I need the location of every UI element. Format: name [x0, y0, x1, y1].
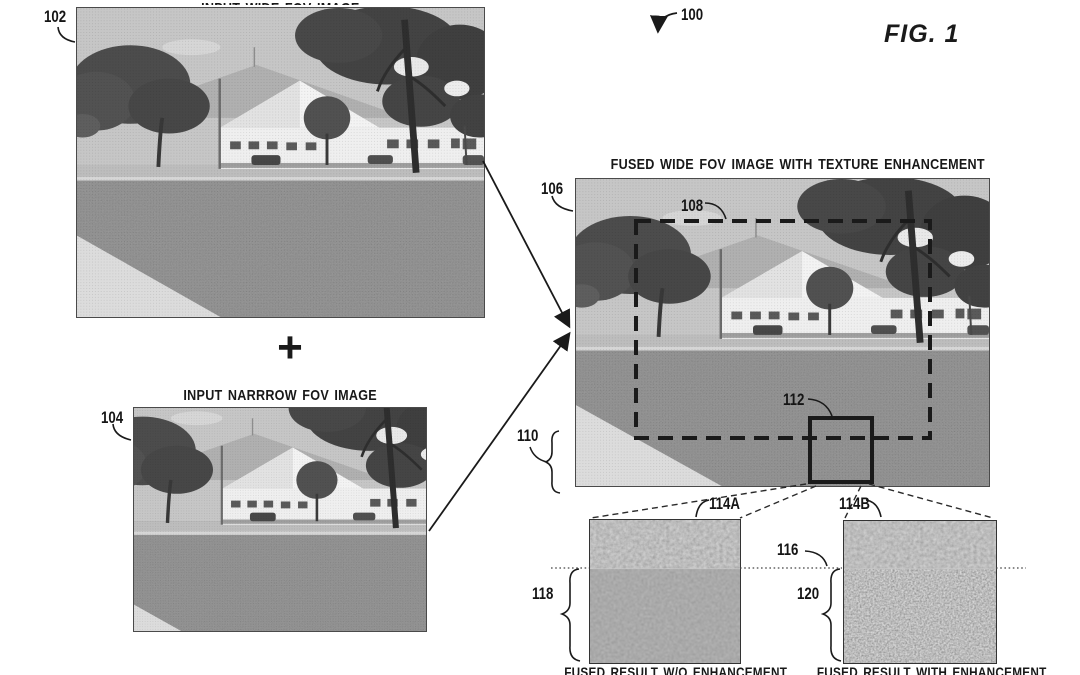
ref-120: 120	[797, 584, 820, 603]
ref-108: 108	[681, 196, 704, 215]
caption-fused: FUSED WIDE FOV IMAGE WITH TEXTURE ENHANC…	[575, 156, 990, 174]
caption-wide-input-label: INPUT WIDE FOV IMAGE	[201, 0, 359, 5]
caption-narrow-input-label: INPUT NARRROW FOV IMAGE	[183, 387, 377, 404]
leader-102	[57, 26, 76, 43]
leader-110	[529, 446, 548, 463]
arrow-narrow-to-fused	[428, 331, 571, 532]
leader-114A	[695, 499, 710, 518]
plus-operator: +	[277, 323, 303, 372]
texture-seam-left	[590, 568, 740, 570]
narrow-fov-photo	[133, 407, 427, 632]
wide-fov-photo	[76, 7, 485, 318]
leader-116	[804, 550, 828, 567]
projection-dashed-lines	[590, 483, 994, 519]
ref-112: 112	[783, 390, 805, 409]
caption-result-without-label: FUSED RESULT W/O ENHANCEMENT	[564, 664, 788, 675]
ref-102: 102	[44, 7, 67, 26]
ref-100: 100	[681, 5, 704, 24]
texture-patch-right	[843, 520, 997, 664]
ref-114B: 114B	[839, 494, 870, 513]
texture-patch-left	[589, 519, 741, 664]
texture-seam-right	[844, 568, 996, 570]
caption-result-without: FUSED RESULT W/O ENHANCEMENT	[543, 664, 787, 675]
caption-narrow-input: INPUT NARRROW FOV IMAGE	[133, 387, 427, 405]
brace-120	[820, 568, 842, 662]
ref-106: 106	[541, 179, 564, 198]
ref-118: 118	[532, 584, 554, 603]
ref-114A: 114A	[709, 494, 740, 513]
caption-result-with-label: FUSED RESULT WITH ENHANCEMENT	[816, 664, 1047, 675]
ref-110: 110	[517, 426, 539, 445]
fused-photo	[575, 178, 990, 487]
ref-100-arrow	[649, 12, 678, 34]
ref-104: 104	[101, 408, 124, 427]
caption-fused-label: FUSED WIDE FOV IMAGE WITH TEXTURE ENHANC…	[610, 156, 985, 173]
brace-118	[559, 568, 581, 662]
caption-result-with: FUSED RESULT WITH ENHANCEMENT	[795, 664, 1046, 675]
caption-wide-input: INPUT WIDE FOV IMAGE	[76, 0, 485, 5]
brace-110	[544, 430, 561, 494]
figure-label: FIG. 1	[884, 20, 960, 48]
ref-116: 116	[777, 540, 799, 559]
